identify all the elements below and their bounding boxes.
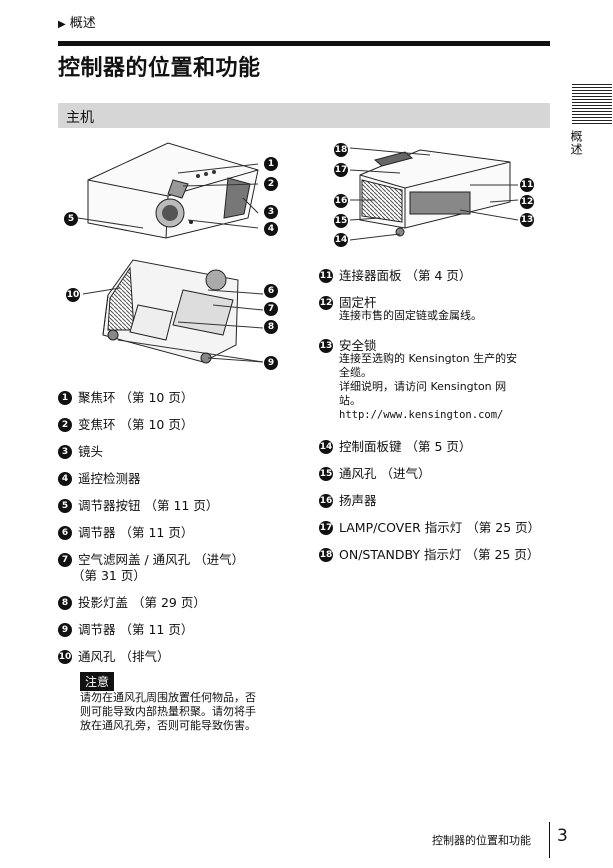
callout-1: 1 — [264, 157, 278, 171]
callout-12: 12 — [520, 195, 534, 209]
footer-divider — [549, 822, 550, 858]
note-text: 请勿在通风孔周围放置任何物品，否 则可能导致内部热量积聚。请勿将手 放在通风孔旁… — [80, 691, 256, 732]
callout-18: 18 — [334, 143, 348, 157]
callout-13: 13 — [520, 213, 534, 227]
projector-bottom-figure — [82, 259, 264, 364]
section-header: 主机 — [58, 103, 550, 128]
callout-16: 16 — [334, 194, 348, 208]
callout-5: 5 — [64, 212, 78, 226]
side-tab-label: 概述 — [569, 130, 583, 156]
page-title: 控制器的位置和功能 — [58, 56, 261, 81]
callout-15: 15 — [334, 214, 348, 228]
side-tab-stripes — [572, 84, 612, 126]
callout-11: 11 — [520, 178, 534, 192]
list-item-continuation: （第 31 页） — [72, 568, 146, 583]
callout-2: 2 — [264, 177, 278, 191]
callout-8: 8 — [264, 320, 278, 334]
callout-9: 9 — [264, 356, 278, 370]
callout-17: 17 — [334, 163, 348, 177]
item-description: 连接至选购的 Kensington 生产的安 全缆。 详细说明，请访问 Kens… — [339, 352, 518, 421]
callout-10: 10 — [66, 288, 80, 302]
projector-rear-figure — [349, 147, 519, 241]
kensington-url: http://www.kensington.com/ — [339, 409, 504, 421]
item-description: 连接市售的固定链或金属线。 — [339, 309, 482, 322]
breadcrumb: ▶概述 — [58, 16, 96, 31]
note-badge: 注意 — [80, 672, 115, 691]
footer-title: 控制器的位置和功能 — [432, 834, 531, 847]
title-rule — [58, 41, 550, 46]
projector-front-figure — [77, 142, 259, 239]
callout-14: 14 — [334, 233, 348, 247]
triangle-icon: ▶ — [58, 19, 66, 30]
callout-6: 6 — [264, 284, 278, 298]
callout-7: 7 — [264, 302, 278, 316]
callout-4: 4 — [264, 222, 278, 236]
page-number: 3 — [557, 826, 568, 846]
callout-3: 3 — [264, 205, 278, 219]
